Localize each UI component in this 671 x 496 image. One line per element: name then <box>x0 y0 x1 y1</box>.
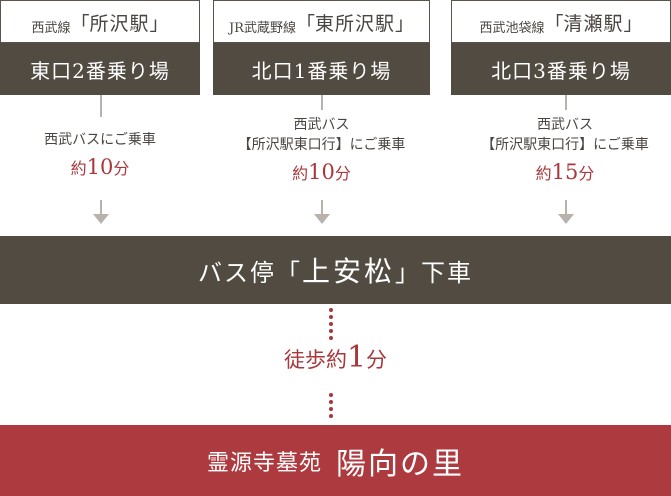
bus-stop-name: 上安松 <box>301 255 395 288</box>
route-name: 西武バスにご乗車 <box>44 132 156 148</box>
connector-line <box>565 95 567 110</box>
route-info: 西武バス 【所沢駅東口行】にご乗車 約10分 <box>213 115 430 184</box>
station-box: 西武線「所沢駅」 <box>0 0 200 43</box>
down-arrow-icon <box>93 200 109 224</box>
bus-stop-banner: バス停「上安松」下車 <box>0 236 671 304</box>
down-arrow-icon <box>558 200 574 224</box>
station-name: 所沢駅 <box>89 13 150 35</box>
bus-stop-suffix: 下車 <box>421 258 473 287</box>
destination-name: 陽向の里 <box>336 446 464 482</box>
travel-time: 約15分 <box>535 160 595 184</box>
bus-stop-prefix: バス停 <box>197 258 276 287</box>
route-info: 西武バスにご乗車 約10分 <box>0 130 200 179</box>
travel-time: 約10分 <box>70 155 130 179</box>
connector-line <box>100 95 102 117</box>
travel-time: 約10分 <box>292 160 351 184</box>
rail-line-label: JR武蔵野線 <box>228 21 296 36</box>
bus-platform-label: 東口2番乗り場 <box>0 43 200 95</box>
route-name: 西武バス <box>293 117 350 133</box>
station-name: 東所沢駅 <box>314 13 395 35</box>
rail-line-label: 西武池袋線 <box>479 21 545 36</box>
destination-banner: 霊源寺墓苑 陽向の里 <box>0 425 671 496</box>
route-column-jr: JR武蔵野線「東所沢駅」 北口1番乗り場 <box>213 0 430 236</box>
route-destination: 【所沢駅東口行】にご乗車 <box>237 137 406 153</box>
cemetery-label: 霊源寺墓苑 <box>206 450 322 476</box>
route-column-ikebukuro: 西武池袋線「清瀬駅」 北口3番乗り場 <box>451 0 671 236</box>
route-name: 西武バス <box>537 117 593 133</box>
bus-platform-label: 北口1番乗り場 <box>213 43 430 95</box>
down-arrow-icon <box>314 200 330 224</box>
route-destination: 【所沢駅東口行】にご乗車 <box>481 137 649 153</box>
station-box: 西武池袋線「清瀬駅」 <box>451 0 671 43</box>
rail-line-label: 西武線 <box>31 21 71 36</box>
station-box: JR武蔵野線「東所沢駅」 <box>213 0 430 43</box>
bus-platform-label: 北口3番乗り場 <box>451 43 671 95</box>
connector-line <box>321 95 323 110</box>
station-name: 清瀬駅 <box>563 13 624 35</box>
route-info: 西武バス 【所沢駅東口行】にご乗車 約15分 <box>451 115 671 184</box>
dotted-connector <box>329 393 333 421</box>
dotted-connector <box>329 308 333 343</box>
route-column-seibu: 西武線「所沢駅」 東口2番乗り場 <box>0 0 200 236</box>
walking-time: 徒歩約1分 <box>283 340 388 375</box>
